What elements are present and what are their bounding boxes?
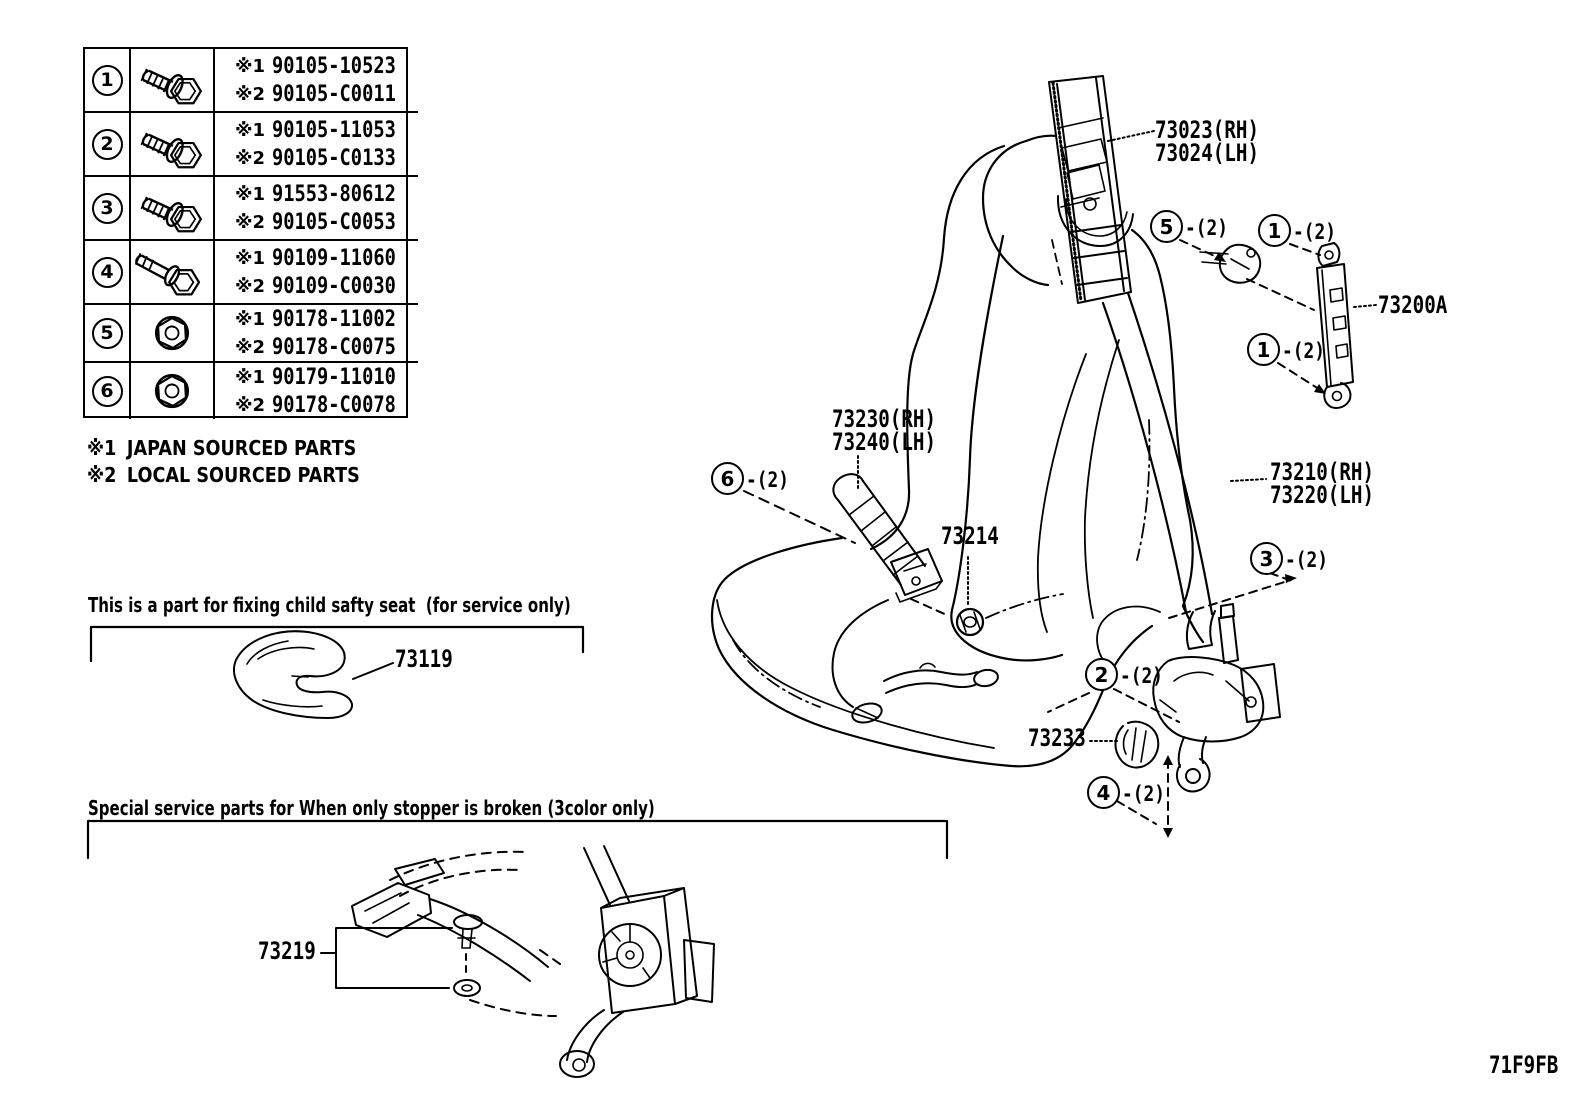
part-number: 90178-C0075 — [272, 334, 396, 360]
label-outer-belt: 73210(RH)73220(LH) — [1270, 458, 1375, 509]
stopper-assembly — [321, 846, 714, 1077]
table-row: 4 ※1 90109-11060 ※2 90109-C0030 — [85, 241, 418, 305]
table-row: 5 ※1 90178-11002 ※2 90178-C0075 — [85, 305, 418, 363]
seat-drawing — [712, 136, 1203, 767]
note-text: JAPAN SOURCED PARTS — [126, 436, 357, 460]
fastener-table: 1 ※1 90105-10523 ※2 90105-C0011 2 ※1 90105-… — [83, 47, 418, 419]
buckle-assembly — [833, 474, 1000, 725]
part-number: 90179-11010 — [272, 364, 396, 390]
callout-1a-qty: -(2) — [1293, 220, 1336, 244]
table-row: 1 ※1 90105-10523 ※2 90105-C0011 — [85, 49, 418, 113]
label-anchor-nut: 73214 — [941, 522, 999, 550]
part-number: 90109-C0030 — [272, 273, 396, 299]
shoulder-bolt-icon — [134, 252, 201, 296]
source-ref-mark: ※2 — [235, 83, 266, 105]
part-number: 90105-10523 — [272, 53, 396, 79]
label-buckle: 73230(RH)73240(LH) — [832, 405, 937, 456]
source-ref-mark: ※2 — [235, 394, 266, 416]
label-belt-upper: 73023(RH)73024(LH) — [1155, 116, 1260, 167]
flange-nut-icon — [155, 316, 189, 350]
part-number: 90105-11053 — [272, 117, 396, 143]
source-ref-mark: ※1 — [235, 247, 266, 269]
note-local-sourced: ※2 LOCAL SOURCED PARTS — [87, 463, 360, 487]
belt-retractor — [1153, 604, 1280, 791]
note-japan-sourced: ※1 JAPAN SOURCED PARTS — [87, 436, 356, 460]
callout-1b: 1 — [1247, 333, 1280, 366]
note-text: LOCAL SOURCED PARTS — [126, 463, 360, 487]
source-ref-mark: ※2 — [235, 275, 266, 297]
source-ref-mark: ※2 — [235, 147, 266, 169]
callout-6: 6 — [711, 462, 744, 495]
table-row: 6 ※1 90179-11010 ※2 90178-C0078 — [85, 363, 418, 419]
hex-flange-bolt-icon — [140, 67, 202, 105]
source-ref-mark: ※1 — [235, 183, 266, 205]
callout-3: 3 — [1250, 542, 1283, 575]
callout-2: 2 — [1085, 658, 1118, 691]
label-stopper-part: 73219 — [258, 937, 316, 965]
part-number: 91553-80612 — [272, 181, 396, 207]
source-ref-mark: ※1 — [235, 308, 266, 330]
upper-belt-strip — [1049, 76, 1260, 303]
callout-4-qty: -(2) — [1122, 782, 1165, 806]
outer-belt-webbing — [1103, 293, 1212, 614]
part-number: 90105-C0133 — [272, 145, 396, 171]
child-seat-clip — [234, 631, 393, 718]
row-number-badge: 4 — [91, 256, 123, 288]
flange-nut-icon — [155, 374, 189, 408]
figure-code: 71F9FB — [1489, 1051, 1559, 1079]
part-number: 90105-C0011 — [272, 81, 396, 107]
child-seat-section-title: This is a part for fixing child safty se… — [88, 593, 571, 617]
section-brackets — [88, 627, 947, 858]
callout-1b-qty: -(2) — [1282, 339, 1325, 363]
label-cover-cap: 73233 — [1028, 724, 1086, 752]
part-number: 90178-C0078 — [272, 392, 396, 418]
source-ref-mark: ※1 — [235, 119, 266, 141]
row-number-badge: 6 — [91, 375, 123, 407]
row-number-badge: 5 — [91, 317, 123, 349]
source-ref-mark: ※1 — [235, 366, 266, 388]
stopper-section-title: Special service parts for When only stop… — [88, 796, 655, 820]
callout-3-qty: -(2) — [1285, 548, 1328, 572]
callout-6-qty: -(2) — [746, 468, 789, 492]
callout-5-qty: -(2) — [1185, 216, 1228, 240]
source-ref-mark: ※2 — [235, 336, 266, 358]
part-number: 90105-C0053 — [272, 209, 396, 235]
cover-cap — [1116, 722, 1159, 768]
row-number-badge: 1 — [91, 64, 123, 96]
callout-2-qty: -(2) — [1120, 664, 1163, 688]
row-number-badge: 2 — [91, 128, 123, 160]
hex-flange-bolt-icon — [140, 131, 202, 169]
source-ref-mark: ※2 — [87, 463, 117, 487]
label-child-seat-part: 73119 — [395, 645, 453, 673]
table-row: 2 ※1 90105-11053 ※2 90105-C0133 — [85, 113, 418, 177]
label-adjuster: 73200A — [1378, 291, 1448, 319]
hex-flange-bolt-icon — [140, 195, 202, 233]
callout-4: 4 — [1087, 776, 1120, 809]
table-row: 3 ※1 91553-80612 ※2 90105-C0053 — [85, 177, 418, 241]
leader-lines — [744, 131, 1376, 838]
anchor-nut — [957, 609, 983, 635]
callout-1a: 1 — [1258, 214, 1291, 247]
source-ref-mark: ※1 — [235, 55, 266, 77]
source-ref-mark: ※2 — [235, 211, 266, 233]
part-number: 90178-11002 — [272, 306, 396, 332]
part-number: 90109-11060 — [272, 245, 396, 271]
callout-5: 5 — [1150, 210, 1183, 243]
source-ref-mark: ※1 — [87, 436, 117, 460]
adjuster-rail — [1317, 243, 1353, 408]
row-number-badge: 3 — [91, 192, 123, 224]
